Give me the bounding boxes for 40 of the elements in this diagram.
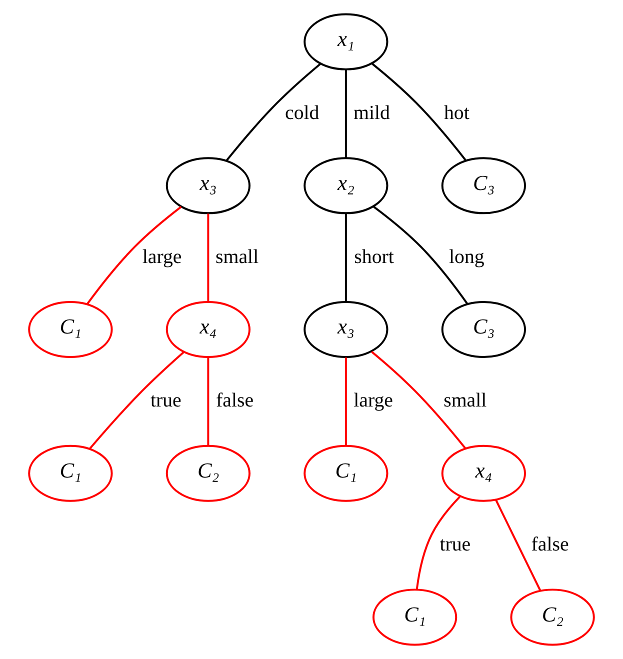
edge-label: large: [142, 246, 182, 268]
connector: [344, 214, 347, 302]
connector: [86, 206, 182, 305]
edge-label: false: [531, 534, 569, 556]
node-ellipse: C₃: [441, 300, 526, 358]
edge-label: mild: [354, 102, 390, 124]
node-ellipse: x₁: [304, 13, 388, 70]
node-ellipse: C₃: [441, 157, 526, 214]
connector: [207, 358, 210, 446]
connector: [495, 500, 542, 592]
edge-label: true: [440, 534, 471, 556]
connector: [344, 358, 347, 446]
connector: [372, 63, 467, 162]
connector: [373, 206, 468, 305]
edge-label: short: [354, 246, 394, 268]
node-ellipse: x₃: [304, 300, 388, 358]
node-ellipse: x₄: [166, 300, 250, 358]
edge-label: small: [444, 390, 487, 412]
edge-label: small: [216, 246, 259, 268]
node-ellipse: C₁: [304, 444, 388, 502]
node-ellipse: C₁: [28, 444, 113, 502]
node-ellipse: C₂: [166, 444, 250, 502]
connector: [371, 350, 466, 449]
node-ellipse: x₂: [304, 157, 388, 214]
node-ellipse: C₂: [510, 588, 595, 646]
connector: [207, 214, 210, 302]
connector: [344, 70, 347, 158]
edge-label: long: [448, 246, 484, 268]
node-ellipse: C₁: [372, 588, 458, 646]
connector: [226, 63, 321, 162]
edge-label: large: [354, 390, 393, 412]
edge-label: true: [150, 390, 182, 412]
node-ellipse: x₄: [441, 444, 526, 502]
edge-label: false: [216, 390, 254, 412]
connector: [416, 496, 461, 590]
edge-label: cold: [285, 102, 320, 124]
edge-label: hot: [444, 102, 470, 124]
node-ellipse: C₁: [28, 300, 113, 358]
node-ellipse: x₃: [166, 157, 250, 214]
connector: [89, 351, 185, 450]
